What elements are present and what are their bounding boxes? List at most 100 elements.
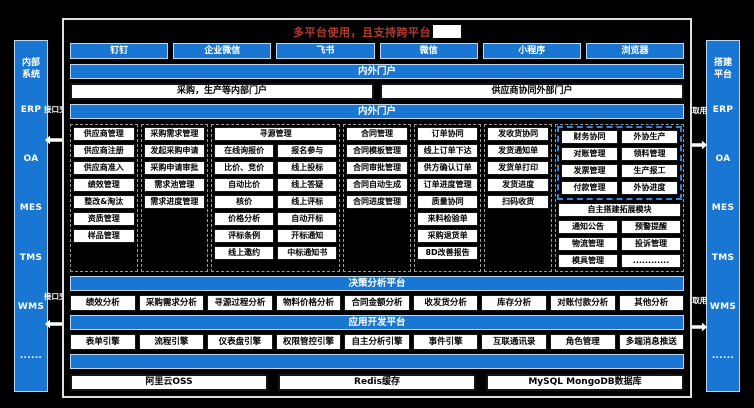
connector-label-interface: 接口交互 [44,292,74,301]
module-cell: 自动开标 [277,212,338,227]
sidebar-item-wms: WMS [709,301,737,312]
engine-cell: 互联通讯录 [481,334,547,351]
engine-cell: 表单引擎 [70,334,136,351]
double-arrow-icon [44,319,70,329]
engine-cell: 多端消息推送 [618,334,685,351]
sidebar-item-mes: MES [711,203,735,214]
infra-cell: 阿里云OSS [70,374,268,391]
app-button-3: 飞书 [276,43,375,60]
biz-column: 发收货协同发货通知单发货单打印发货进度扫码收货 [484,124,552,273]
analysis-cell: 采购需求分析 [138,295,205,312]
module-cell: 线上答疑 [277,178,338,193]
sourcing-subcolumns: 在线询报价比价、竞价自动比价核价价格分析评标条例线上邀约报名参与线上投标线上答疑… [214,144,338,263]
engine-cell: 仪表盘引擎 [207,334,273,351]
column-header: 寻源管理 [214,127,338,142]
infra-cell: Redis缓存 [278,374,476,391]
module-cell: 整改&淘汰 [73,195,135,210]
column-header: 财务协同 [560,130,618,145]
module-cell: 订单进度管理 [416,178,479,193]
module-cell: 物流管理 [557,237,618,252]
finance-subcolumn: 外协生产领料管理生产报工外协进度 [620,130,679,198]
module-cell: 外协进度 [620,181,679,196]
double-arrow-icon [44,135,70,145]
sidebar-item-tms: TMS [711,252,735,263]
module-cell: 质量协同 [416,195,479,210]
sidebar-item-oa: OA [23,153,39,164]
module-cell: 开标通知 [277,229,338,244]
module-cell: 中标通知书 [277,246,338,261]
analysis-cell: 收发货分析 [412,295,479,312]
module-cell: 对账管理 [560,147,618,162]
engine-cell: 流程引擎 [138,334,205,351]
main-architecture-panel: 多平台使用，且支持跨平台 钉钉企业微信飞书微信小程序浏览器 内外门户 采购，生产… [62,18,692,398]
analysis-cell: 物料价格分析 [275,295,342,312]
module-cell: 合同自动生成 [346,178,408,193]
app-button-6: 浏览器 [585,43,685,60]
module-cell: 供应商注册 [73,144,135,159]
internal-portal: 采购，生产等内部门户 [70,83,374,101]
module-cell: 线上评标 [277,195,338,210]
column-header: 合同管理 [346,127,408,142]
column-header: 外协生产 [620,130,679,145]
sidebar-item-: ...... [19,351,43,362]
module-cell: 8D改善报告 [416,246,479,261]
module-cell: 合同审批管理 [346,161,408,176]
engine-row: 表单引擎流程引擎仪表盘引擎权限管控引擎自主分析引擎事件引擎互联通讯录角色管理多端… [70,334,685,351]
biz-column-sourcing: 寻源管理在线询报价比价、竞价自动比价核价价格分析评标条例线上邀约报名参与线上投标… [211,124,341,273]
column-header: 发收货协同 [487,127,549,142]
infra-cell: MySQL MongoDB数据库 [486,374,684,391]
portal-bar-inner: 内外门户 [70,104,684,120]
engine-cell: 自主分析引擎 [344,334,410,351]
column-header: 供应商管理 [73,127,135,142]
analysis-cell: 寻源过程分析 [207,295,273,312]
biz-column: 合同管理合同模板管理合同审批管理合同自动生成合同进度管理 [343,124,411,273]
module-cell: 合同模板管理 [346,144,408,159]
module-cell: 核价 [214,195,275,210]
double-arrow-icon [682,140,708,150]
module-cell: 绩效管理 [73,178,135,193]
app-button-1: 钉钉 [70,43,169,60]
module-cell: 在线询报价 [214,144,275,159]
redacted-box [433,25,461,39]
module-cell: 供应商准入 [73,161,135,176]
analysis-cell: 库存分析 [481,295,547,312]
finance-outsourcing-group: 财务协同对账管理发票管理付款管理外协生产领料管理生产报工外协进度自主搭建拓展模块… [554,124,685,273]
connector-label-use: 随取用 [684,106,708,115]
finance-dashed-block: 财务协同对账管理发票管理付款管理外协生产领料管理生产报工外协进度 [556,126,683,201]
module-cell: 报名参与 [277,144,338,159]
engine-cell: 事件引擎 [412,334,479,351]
module-cell: 生产报工 [620,164,679,179]
module-cell: 扫码收货 [487,195,549,210]
extension-subcolumn: 预警提醒投诉管理............ [620,220,682,271]
module-cell: 发起采购申请 [143,144,206,159]
biz-column: 供应商管理供应商注册供应商准入绩效管理整改&淘汰资质管理样品管理 [70,124,138,273]
decision-platform-bar: 决策分析平台 [70,276,684,292]
infra-bar [70,354,684,369]
portal-bar-top: 内外门户 [70,64,684,80]
sidebar-title: 搭建平台 [713,58,732,80]
biz-column: 采购需求管理发起采购申请采购申请审批需求池管理需求进度管理 [140,124,209,273]
sidebar-item-tms: TMS [19,252,43,263]
module-cell: 采购退货单 [416,229,479,244]
double-arrow-icon [682,322,708,332]
module-cell: 样品管理 [73,229,135,244]
module-cell: 线上邀约 [214,246,275,261]
analysis-cell: 对账付款分析 [549,295,616,312]
biz-subcolumn: 在线询报价比价、竞价自动比价核价价格分析评标条例线上邀约 [214,144,275,263]
module-cell: 发票管理 [560,164,618,179]
page-title: 多平台使用，且支持跨平台 [293,25,431,39]
module-cell: 价格分析 [214,212,275,227]
sidebar-item-oa: OA [715,153,731,164]
analysis-cell: 合同金额分析 [344,295,410,312]
sidebar-item-erp: ERP [20,104,42,115]
module-cell: 模具管理 [557,254,618,269]
module-cell: 资质管理 [73,212,135,227]
extension-subcolumn: 通知公告物流管理模具管理 [557,220,618,271]
module-cell: 供方确认订单 [416,161,479,176]
analysis-cell: 绩效分析 [70,295,136,312]
module-cell: ............ [620,254,682,269]
module-cell: 发货通知单 [487,144,549,159]
finance-subcolumn: 财务协同对账管理发票管理付款管理 [560,130,618,198]
app-button-2: 企业微信 [173,43,272,60]
